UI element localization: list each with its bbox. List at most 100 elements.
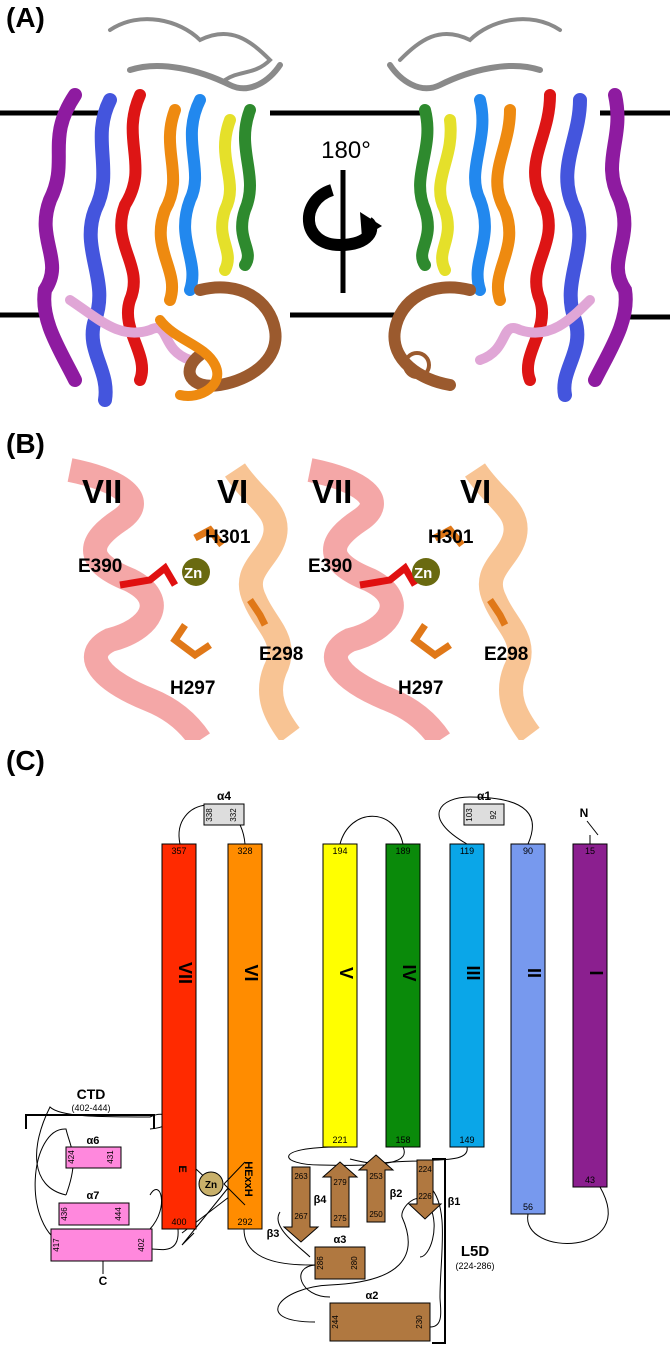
svg-text:β1: β1 (448, 1196, 461, 1208)
svg-text:56: 56 (523, 1202, 533, 1212)
svg-text:Zn: Zn (205, 1180, 217, 1191)
zn-label-left: Zn (184, 565, 202, 582)
tm-helix-iv: IV 189 158 (385, 843, 421, 1148)
svg-text:15: 15 (585, 846, 595, 856)
panel-label-c: (C) (6, 745, 45, 776)
helix-vii-label-left: VII (82, 473, 122, 510)
zn-label-right: Zn (414, 565, 432, 582)
svg-text:417: 417 (52, 1238, 61, 1252)
svg-text:α1: α1 (477, 789, 491, 803)
svg-text:β2: β2 (390, 1188, 403, 1200)
tm-helix-vii: VII 357 400 E (161, 843, 197, 1230)
svg-text:224: 224 (418, 1165, 432, 1174)
svg-text:I: I (586, 970, 606, 975)
residue-e298-right: E298 (484, 644, 528, 665)
active-site-stereo: VII VI H301 E390 Zn E298 H297 VII VI H30… (67, 458, 540, 740)
l5d-bracket (432, 1158, 446, 1344)
residue-h301-left: H301 (205, 527, 251, 548)
svg-text:α6: α6 (87, 1135, 100, 1147)
svg-text:149: 149 (459, 1135, 474, 1145)
zinc-ion: Zn (195, 1161, 246, 1206)
strand-beta4: 279 275 β4 (314, 1161, 359, 1228)
svg-text:338: 338 (205, 808, 214, 822)
l5d-range: (224-286) (455, 1261, 494, 1271)
structure-view-back (387, 17, 633, 402)
svg-text:90: 90 (523, 846, 533, 856)
svg-text:189: 189 (395, 846, 410, 856)
rotation-icon (302, 170, 382, 293)
rotation-label: 180° (321, 137, 371, 164)
structure-views: 180° (0, 17, 670, 407)
svg-text:431: 431 (106, 1150, 115, 1164)
svg-text:444: 444 (114, 1207, 123, 1221)
svg-text:253: 253 (369, 1172, 383, 1181)
helix-vi-label-right: VI (460, 473, 491, 510)
svg-text:α4: α4 (217, 789, 231, 803)
ctd-bracket (25, 1114, 155, 1129)
ctd-range: (402-444) (71, 1103, 110, 1113)
stereo-left (67, 458, 300, 740)
svg-text:V: V (336, 967, 356, 979)
residue-h301-right: H301 (428, 527, 474, 548)
svg-text:424: 424 (67, 1150, 76, 1164)
svg-text:357: 357 (171, 846, 186, 856)
svg-text:α7: α7 (87, 1190, 100, 1202)
motif-e: E (176, 1165, 188, 1172)
residue-e390-left: E390 (78, 556, 122, 577)
c-terminus-label: C (99, 1274, 108, 1288)
svg-text:286: 286 (316, 1256, 325, 1270)
svg-text:β3: β3 (267, 1228, 280, 1240)
svg-text:II: II (524, 968, 544, 978)
strand-beta1: 224 226 β1 (407, 1159, 461, 1220)
svg-text:267: 267 (294, 1212, 308, 1221)
svg-text:226: 226 (418, 1192, 432, 1201)
svg-text:α2: α2 (366, 1290, 379, 1302)
tm-helix-v: V 194 221 (322, 843, 358, 1148)
helix-alpha2: α2 244 230 (329, 1290, 431, 1342)
tm-helix-vi: VI 328 292 HExxH (227, 843, 263, 1230)
helix-vi-label-left: VI (217, 473, 248, 510)
svg-text:119: 119 (460, 846, 474, 856)
strand-beta2: 253 250 β2 (357, 1154, 403, 1223)
n-terminus-label: N (580, 806, 589, 820)
motif-hexxh: HExxH (242, 1161, 254, 1197)
svg-text:194: 194 (332, 846, 347, 856)
svg-text:158: 158 (395, 1135, 410, 1145)
svg-text:103: 103 (465, 808, 474, 822)
residue-h297-left: H297 (170, 678, 215, 699)
tm-helix-ii: II 90 56 (510, 843, 546, 1215)
svg-text:221: 221 (332, 1135, 347, 1145)
svg-text:292: 292 (237, 1217, 252, 1227)
tm-helix-iii: III 119 149 (449, 843, 485, 1148)
stereo-right (307, 458, 540, 740)
tm-helix-i: I 15 43 (572, 843, 608, 1188)
helix-alpha5: α5 417 402 (50, 1228, 153, 1262)
residue-h297-right: H297 (398, 678, 443, 699)
strand-beta3: 263 267 β3 (267, 1166, 320, 1243)
ctd-title: CTD (77, 1086, 106, 1102)
l5d-title: L5D (461, 1243, 490, 1260)
panel-label-a: (A) (6, 2, 45, 33)
helix-alpha3: α3 286 280 (314, 1234, 366, 1280)
svg-text:92: 92 (489, 810, 498, 819)
residue-e390-right: E390 (308, 556, 352, 577)
structure-view-front (37, 17, 283, 407)
svg-text:402: 402 (137, 1238, 146, 1252)
svg-text:250: 250 (369, 1210, 383, 1219)
svg-text:43: 43 (585, 1175, 595, 1185)
helix-vii-label-right: VII (312, 473, 352, 510)
svg-text:280: 280 (350, 1256, 359, 1270)
svg-text:275: 275 (333, 1214, 347, 1223)
svg-text:263: 263 (294, 1172, 308, 1181)
svg-text:230: 230 (415, 1315, 424, 1329)
svg-text:IV: IV (399, 964, 419, 981)
svg-text:III: III (463, 965, 483, 980)
svg-text:α3: α3 (334, 1234, 347, 1246)
svg-text:β4: β4 (314, 1194, 328, 1206)
helix-alpha4: α4 338 332 (203, 789, 245, 826)
svg-text:332: 332 (229, 808, 238, 822)
residue-e298-left: E298 (259, 644, 303, 665)
helix-alpha1: α1 103 92 (463, 789, 505, 826)
svg-text:328: 328 (237, 846, 252, 856)
svg-text:VII: VII (175, 962, 195, 984)
